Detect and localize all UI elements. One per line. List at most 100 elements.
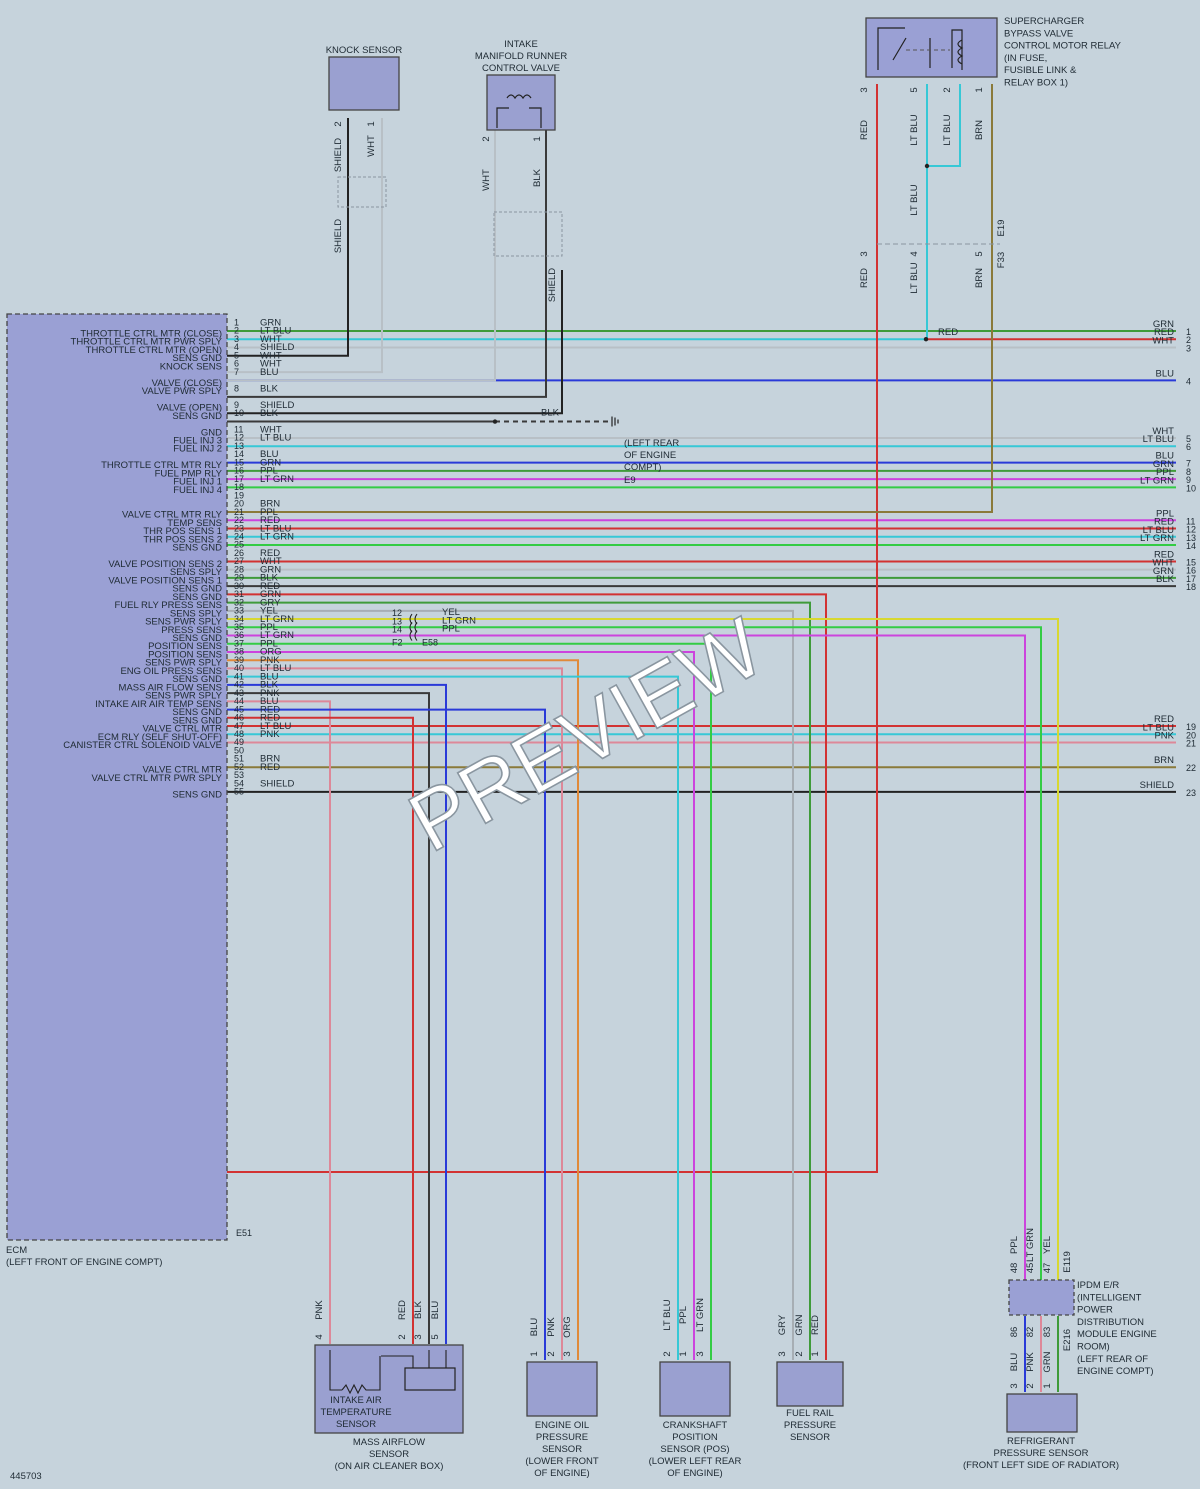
intake-blk-wire — [227, 130, 547, 398]
intake-valve-title: INTAKE — [504, 39, 538, 50]
maf-inner-label: INTAKE AIR — [330, 1395, 382, 1406]
ecm-pin-number: 3 — [234, 334, 239, 344]
inline-connector-id: E58 — [422, 638, 438, 648]
ecm-signal-label: PRESS SENS — [161, 625, 222, 636]
intake-wire-label: WHT — [481, 169, 492, 191]
crank-title: (LOWER LEFT REAR — [649, 1456, 742, 1467]
crank-wire-label: PPL — [678, 1306, 689, 1324]
ecm-pin-number: 17 — [234, 474, 244, 484]
relay-title: CONTROL MOTOR RELAY — [1004, 41, 1122, 52]
maf-wire-label: BLK — [413, 1300, 424, 1319]
ecm-signal-label: SENS GND — [172, 715, 222, 726]
ecm-pin-wire-color: ORG — [260, 647, 282, 658]
ecm-signal-label: CANISTER CTRL SOLENOID VALVE — [63, 740, 222, 751]
ecm-signal-label: VALVE POSITION SENS 1 — [108, 575, 222, 586]
ecm-pin-number: 53 — [234, 770, 244, 780]
knock-shield-wire — [227, 118, 349, 357]
valve-coil-symbol — [496, 94, 542, 128]
ipdm-pin: 82 — [1025, 1327, 1036, 1338]
fuel-pin: 1 — [810, 1351, 821, 1356]
right-pin-number: 22 — [1186, 763, 1196, 773]
ecm-signal-label: ECM RLY (SELF SHUT-OFF) — [98, 732, 222, 743]
right-pin-number: 18 — [1186, 582, 1196, 592]
supercharger-relay-box — [865, 17, 998, 78]
knock-shield-sleeve — [337, 176, 387, 208]
ecm-pin-wire-color: LT BLU — [260, 326, 291, 337]
ecm-signal-label: THR POS SENS 1 — [143, 526, 222, 537]
ecm-pin-number: 48 — [234, 729, 244, 739]
right-wire-color: WHT — [1152, 335, 1174, 346]
ecm-signal-label: VALVE CTRL MTR — [142, 765, 222, 776]
ipdm-connector-id: E216 — [1062, 1329, 1073, 1351]
ecm-signal-label: THROTTLE CTRL MTR RLY — [101, 460, 223, 471]
right-pin-number: 8 — [1186, 467, 1191, 477]
right-pin-number: 15 — [1186, 557, 1196, 567]
ecm-pin-wire-color: PNK — [260, 688, 280, 699]
refrig-title: PRESSURE SENSOR — [993, 1448, 1088, 1459]
ecm-signal-label: THR POS SENS 2 — [143, 534, 222, 545]
relay-title: FUSIBLE LINK & — [1004, 65, 1077, 76]
ecm-pin-wire-color: PNK — [260, 655, 280, 666]
maf-inner-label: TEMPERATURE — [320, 1407, 391, 1418]
ecm-pin-wire-color: BLU — [260, 696, 279, 707]
ipdm-wire-label: YEL — [1042, 1236, 1053, 1254]
fuel-pin: 2 — [794, 1351, 805, 1356]
right-wire-color: PNK — [1154, 731, 1174, 742]
right-wire-color: BRN — [1154, 755, 1174, 766]
ecm-signal-label: SENS GND — [172, 353, 222, 364]
intake-valve-title: CONTROL VALVE — [482, 63, 560, 74]
ecm-signal-label: SENS SPLY — [170, 608, 223, 619]
ecm-pin-number: 50 — [234, 745, 244, 755]
ecm-signal-label: SENS PWR SPLY — [145, 617, 223, 628]
right-wire-color: BLU — [1156, 368, 1175, 379]
right-pin-number: 6 — [1186, 442, 1191, 452]
refrigerant-sensor-box — [1006, 1393, 1078, 1433]
oil-title: PRESSURE — [536, 1432, 588, 1443]
ipdm-connector-id: E119 — [1062, 1251, 1073, 1272]
ecm-pin-number: 27 — [234, 556, 244, 566]
ecm-pin-number: 21 — [234, 507, 244, 517]
right-pin-number: 14 — [1186, 541, 1196, 551]
oil-wire-label: PNK — [546, 1317, 557, 1337]
maf-pnk-wire — [227, 700, 331, 1344]
ecm-pin-number: 9 — [234, 400, 239, 410]
ecm-signal-label: THROTTLE CTRL MTR (OPEN) — [86, 345, 222, 356]
wire-layer — [227, 84, 1176, 1392]
ecm-pin-number: 13 — [234, 441, 244, 451]
intake-valve-box — [486, 74, 556, 131]
fuel-title: PRESSURE — [784, 1420, 836, 1431]
ecm-signal-label: SENS SPLY — [170, 567, 223, 578]
ecm-pin-wire-color: PPL — [260, 638, 278, 649]
ecm-pin-wire-color: BLK — [260, 680, 279, 691]
ecm-signal-label: MASS AIR FLOW SENS — [119, 682, 222, 693]
ecm-pin-wire-color: GRN — [260, 457, 281, 468]
maf-sensor-box — [314, 1344, 464, 1434]
knock-pin: 2 — [333, 121, 344, 126]
ecm-pin-wire-color: SHIELD — [260, 400, 294, 411]
ecm-pin-wire-color: PNK — [260, 729, 280, 740]
ecm-pin-wire-color: GRY — [260, 597, 281, 608]
relay-connector-id: F33 — [996, 252, 1007, 268]
ipdm-pin: 47 — [1042, 1263, 1053, 1274]
right-pin-number: 11 — [1186, 516, 1195, 526]
intake-shield-sleeve — [493, 211, 563, 257]
ecm-pin-wire-color: BLU — [260, 671, 279, 682]
right-wire-color: RED — [1154, 327, 1174, 338]
knock-wht-wire — [227, 118, 383, 374]
ecm-pin-wire-color: GRN — [260, 318, 281, 329]
fuel-wire-label: RED — [810, 1315, 821, 1335]
right-wire-color: WHT — [1152, 426, 1174, 437]
relay-wire-label: LT BLU — [909, 184, 920, 215]
right-wire-color: LT BLU — [1143, 525, 1174, 536]
ecm-pin-number: 45 — [234, 704, 244, 714]
right-pin-number: 4 — [1186, 376, 1191, 386]
ecm-pin-number: 12 — [234, 433, 244, 443]
knock-wire-label: SHIELD — [333, 219, 344, 253]
ecm-signal-label: VALVE CTRL MTR — [142, 724, 222, 735]
right-wire-color: SHIELD — [1140, 780, 1174, 791]
ecm-pin-number: 43 — [234, 688, 244, 698]
ecm-pin-wire-color: LT GRN — [260, 614, 294, 625]
crank-title: CRANKSHAFT — [663, 1420, 728, 1431]
ecm-signal-label: SENS PWR SPLY — [145, 658, 223, 669]
